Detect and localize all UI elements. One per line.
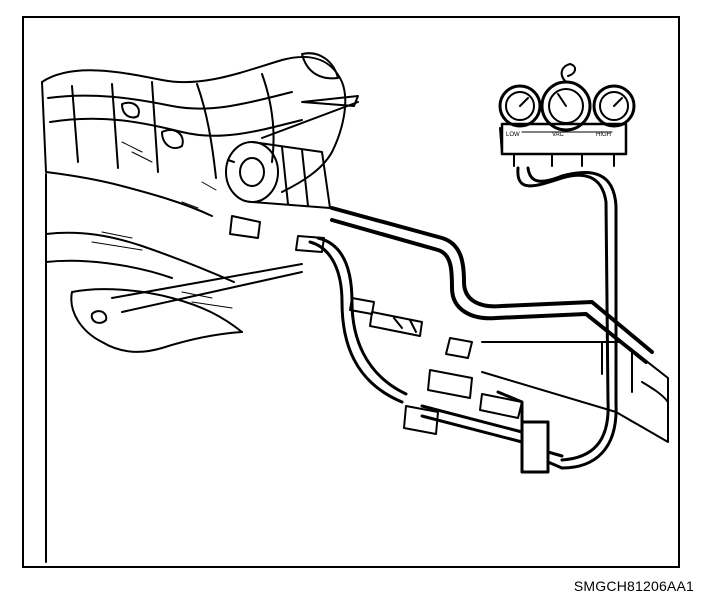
adapter-fittings [229,215,523,435]
gauge-label-high: HIGH [596,132,611,138]
fuel-lines [330,206,654,364]
fuel-pressure-gauge-diagram [41,52,669,563]
gauge-label-low: LOW [506,132,520,138]
gauge-hose [516,166,618,470]
figure-caption: SMGCH81206AA1 [573,578,694,594]
vehicle-floor [45,173,303,563]
service-hose [308,236,564,474]
fuel-filter [225,141,331,209]
engine-body [41,52,359,217]
diagram-frame: LOW VAC HIGH [22,16,680,568]
gauge-labels: LOW VAC HIGH [506,132,611,138]
gauge-manifold [498,63,636,167]
gauge-label-vac: VAC [552,132,565,138]
frame-rail [481,341,669,443]
shading-details [91,141,233,309]
